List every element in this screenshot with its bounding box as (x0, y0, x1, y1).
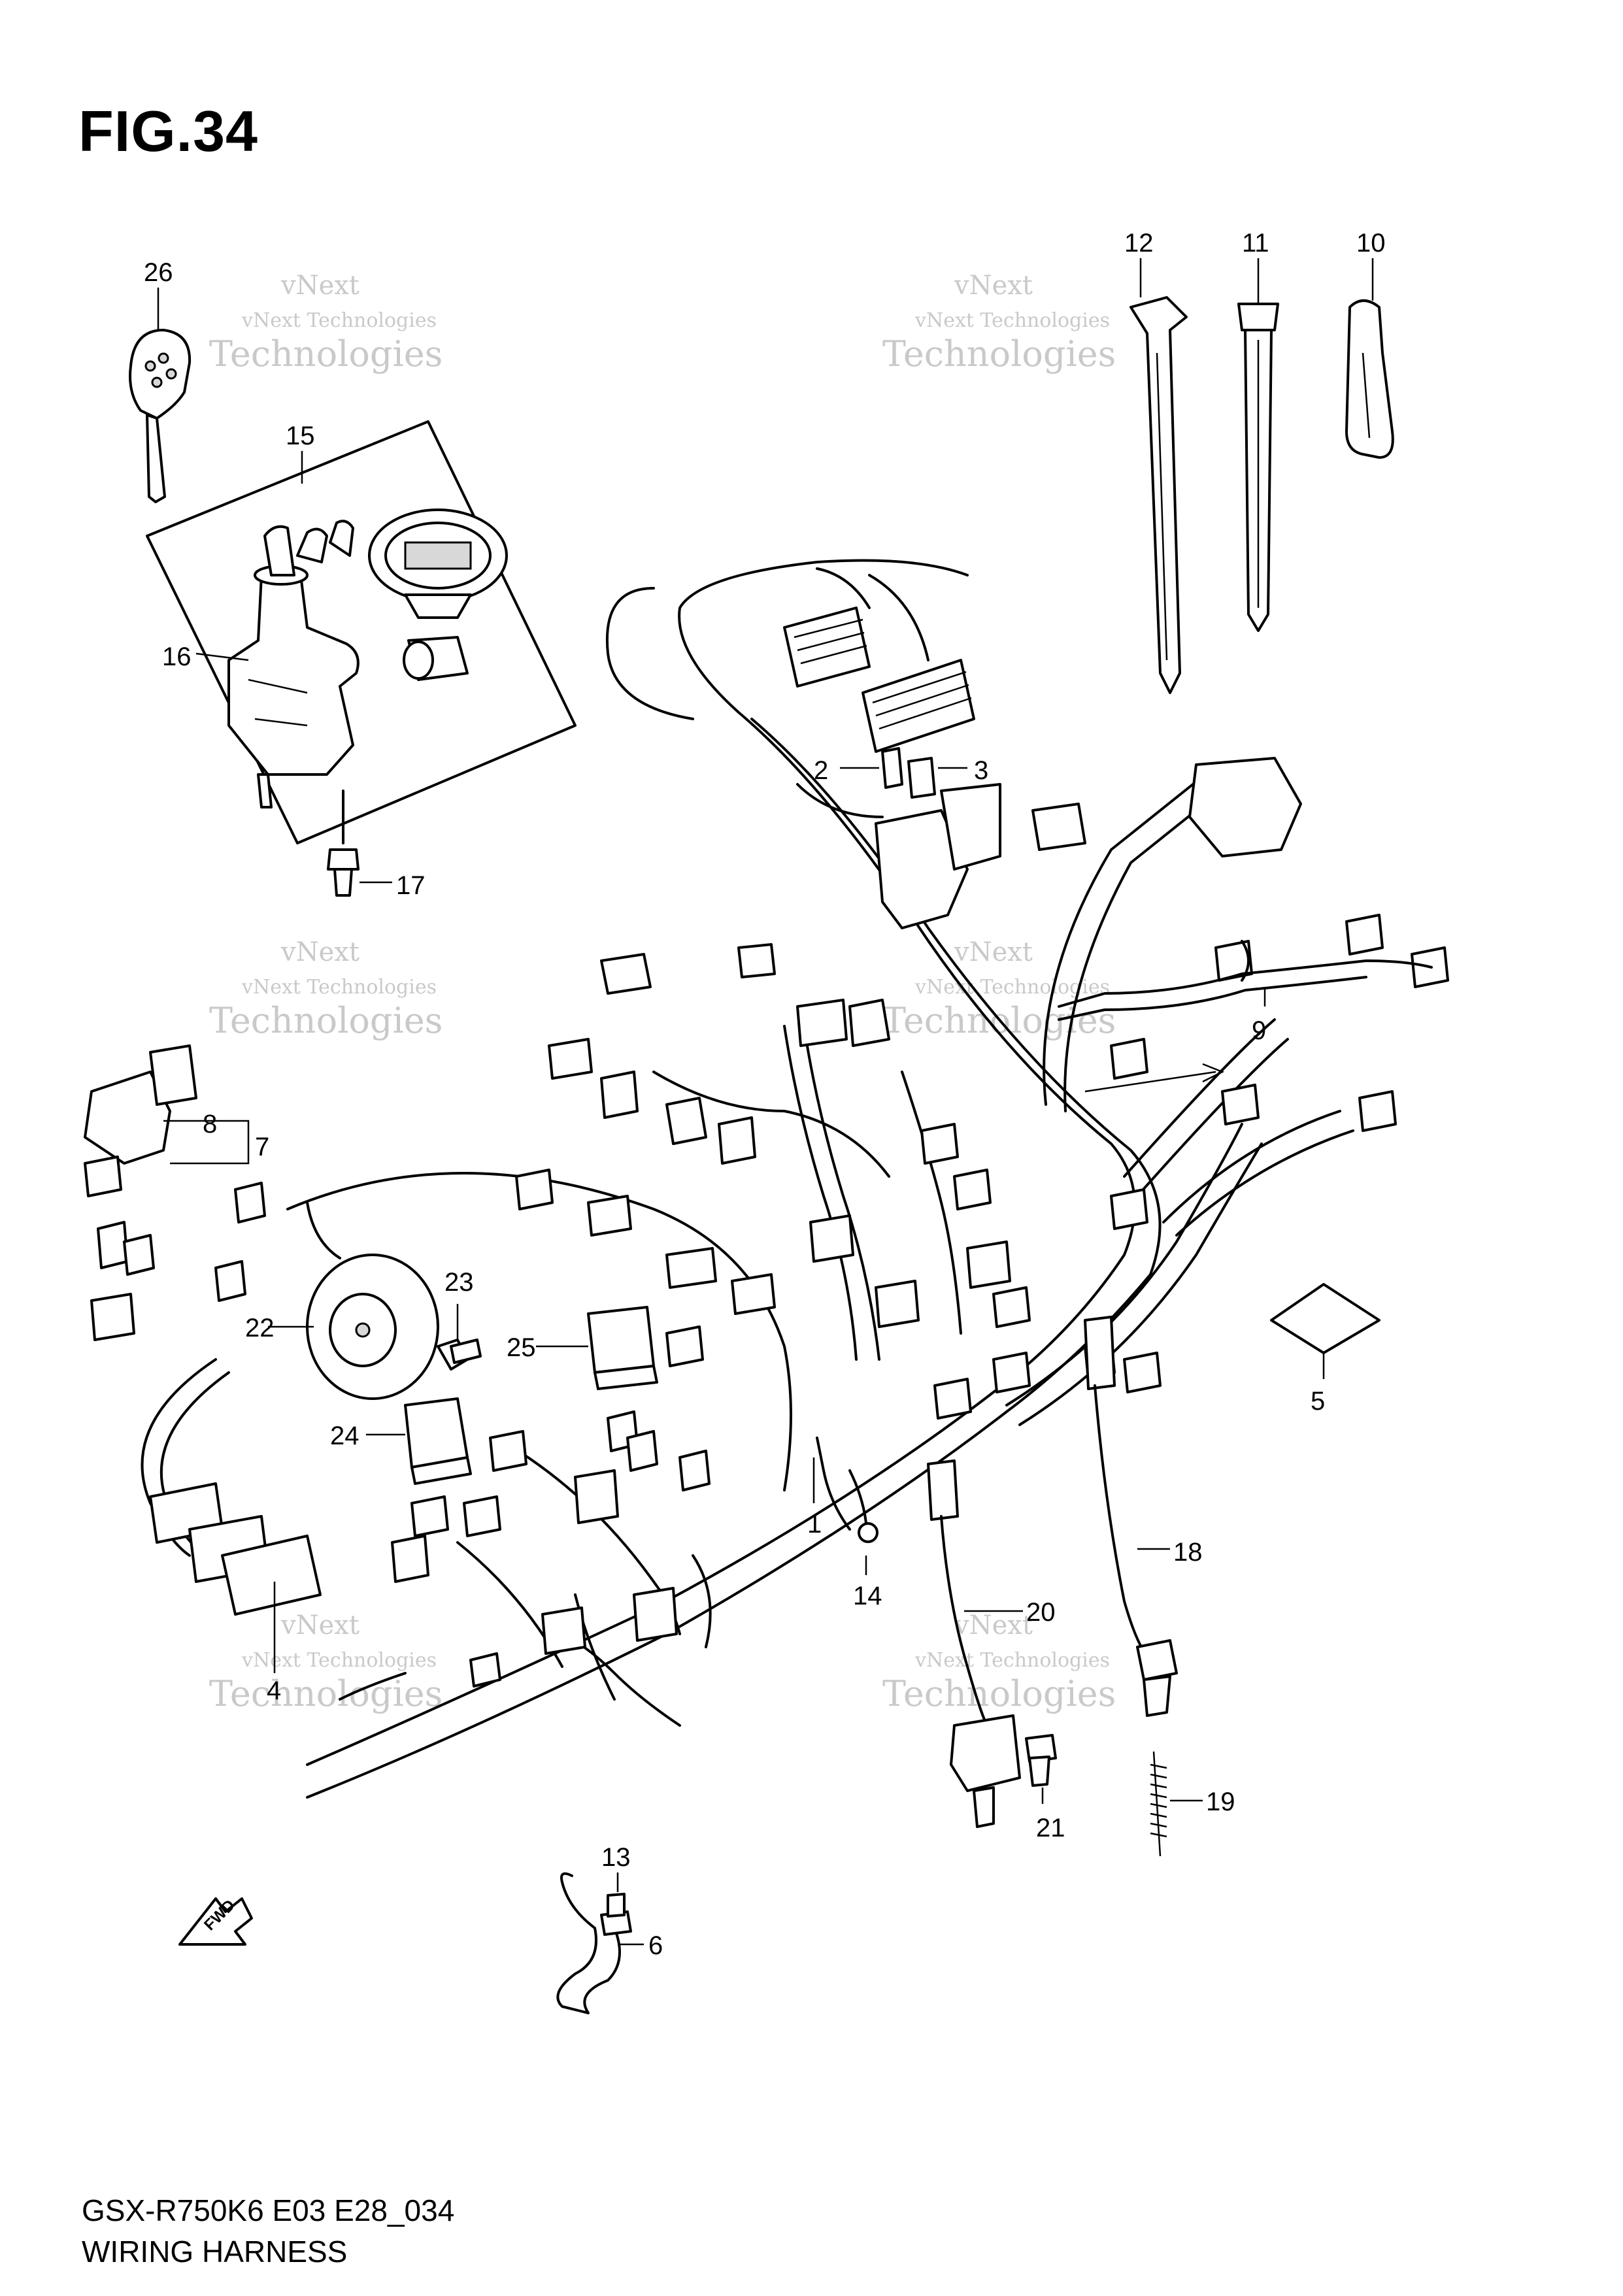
callout-25: 25 (507, 1333, 536, 1362)
section-name: WIRING HARNESS (82, 2235, 348, 2269)
callout-8: 8 (203, 1110, 217, 1139)
ecu-connector-drawing (783, 567, 975, 753)
part-21-screw-drawing (1025, 1734, 1057, 1787)
part-15-kit-box (146, 420, 577, 844)
model-code: GSX-R750K6 E03 E28_034 (82, 2193, 455, 2227)
watermark-text: vNext Technologies (241, 976, 437, 999)
callout-9: 9 (1252, 1016, 1266, 1045)
callout-26: 26 (144, 258, 173, 287)
part-26-key-drawing (129, 329, 192, 503)
part-2-fuse-drawing (881, 747, 903, 789)
part-3-fuse-drawing (907, 757, 936, 799)
watermark: vNext vNext Technologies Technologies (209, 937, 443, 1041)
part-19-spring-drawing (1150, 1751, 1167, 1857)
part-8-connector-drawing (84, 1044, 197, 1165)
callout-13: 13 (601, 1843, 631, 1872)
callout-11: 11 (1242, 229, 1269, 258)
watermark-text: Technologies (209, 1000, 443, 1041)
part-17-screw-drawing (327, 790, 360, 897)
watermark-text: vNext (954, 271, 1033, 301)
part-5-label-drawing (1270, 1283, 1380, 1354)
fuse-box-drawing (875, 783, 1001, 929)
callout-15: 15 (286, 422, 315, 450)
part-10-clamp-drawing (1345, 299, 1394, 459)
watermark-group: vNext vNext Technologies Technologies vN… (209, 271, 1116, 1714)
callout-22: 22 (245, 1314, 275, 1342)
callout-24: 24 (330, 1422, 360, 1450)
watermark-text: vNext Technologies (241, 309, 437, 332)
callout-labels: 1 2 3 4 5 6 7 8 9 10 11 12 13 14 15 16 1… (144, 229, 1386, 1960)
part-6-bracket-drawing (556, 1872, 621, 2014)
callout-10: 10 (1356, 229, 1386, 258)
watermark-text: vNext Technologies (914, 1649, 1110, 1672)
watermark-text: vNext (954, 937, 1033, 967)
watermark-text: vNext (280, 1610, 360, 1640)
watermark: vNext vNext Technologies Technologies (882, 271, 1116, 374)
callout-16: 16 (162, 642, 192, 671)
connector-drawing (391, 914, 1449, 1688)
callout-4: 4 (267, 1676, 281, 1705)
watermark-text: vNext (280, 937, 360, 967)
part-24-relay-drawing (404, 1397, 472, 1485)
part-18-sensor-drawing (1084, 1316, 1178, 1717)
callout-20: 20 (1026, 1598, 1056, 1627)
watermark-text: Technologies (882, 333, 1116, 374)
callout-6: 6 (648, 1931, 663, 1960)
seat-lock-drawing (403, 636, 469, 681)
fuel-cap-drawing (368, 508, 508, 619)
callout-12: 12 (1124, 229, 1154, 258)
part-25-relay-drawing (587, 1306, 658, 1390)
watermark-text: vNext (280, 271, 360, 301)
leader-lines (157, 258, 1374, 1946)
callout-7: 7 (255, 1133, 269, 1161)
watermark: vNext vNext Technologies Technologies (882, 1610, 1116, 1714)
watermark-text: vNext Technologies (914, 309, 1110, 332)
part-12-cable-tie-drawing (1129, 296, 1188, 694)
watermark: vNext vNext Technologies Technologies (209, 1610, 443, 1714)
callout-19: 19 (1206, 1788, 1235, 1816)
callout-5: 5 (1311, 1387, 1325, 1416)
forward-arrow: FWD (178, 1897, 253, 1946)
callout-21: 21 (1036, 1814, 1065, 1842)
callout-1: 1 (807, 1510, 822, 1539)
part-9-harness-drawing (1058, 940, 1433, 1093)
callout-18: 18 (1173, 1538, 1203, 1567)
connector-drawing (84, 1156, 266, 1341)
connector-drawing (1031, 757, 1302, 857)
watermark-text: vNext (954, 1610, 1033, 1640)
callout-14: 14 (853, 1582, 882, 1610)
part-20-switch-drawing (927, 1459, 1021, 1828)
callout-17: 17 (396, 871, 426, 900)
part-11-cable-tie-drawing (1237, 303, 1279, 632)
figure-title: FIG.34 (78, 99, 258, 163)
watermark-text: Technologies (882, 1673, 1116, 1714)
callout-3: 3 (974, 756, 988, 785)
part-14-ground-lead-drawing (848, 1469, 878, 1543)
watermark-text: vNext Technologies (241, 1649, 437, 1672)
part-1-wiring-harness-drawing (141, 559, 1354, 1799)
part-23-bolt-drawing (437, 1339, 482, 1371)
part-13-bolt-drawing (600, 1893, 632, 1936)
watermark: vNext vNext Technologies Technologies (882, 937, 1116, 1041)
callout-23: 23 (444, 1268, 474, 1297)
watermark-text: Technologies (209, 333, 443, 374)
callout-2: 2 (814, 756, 828, 785)
watermark: vNext vNext Technologies Technologies (209, 271, 443, 374)
part-22-horn-drawing (306, 1201, 439, 1400)
part-4-connector-drawing (149, 1482, 322, 1616)
part-16-ignition-switch-drawing (227, 520, 360, 808)
watermark-text: Technologies (209, 1673, 443, 1714)
